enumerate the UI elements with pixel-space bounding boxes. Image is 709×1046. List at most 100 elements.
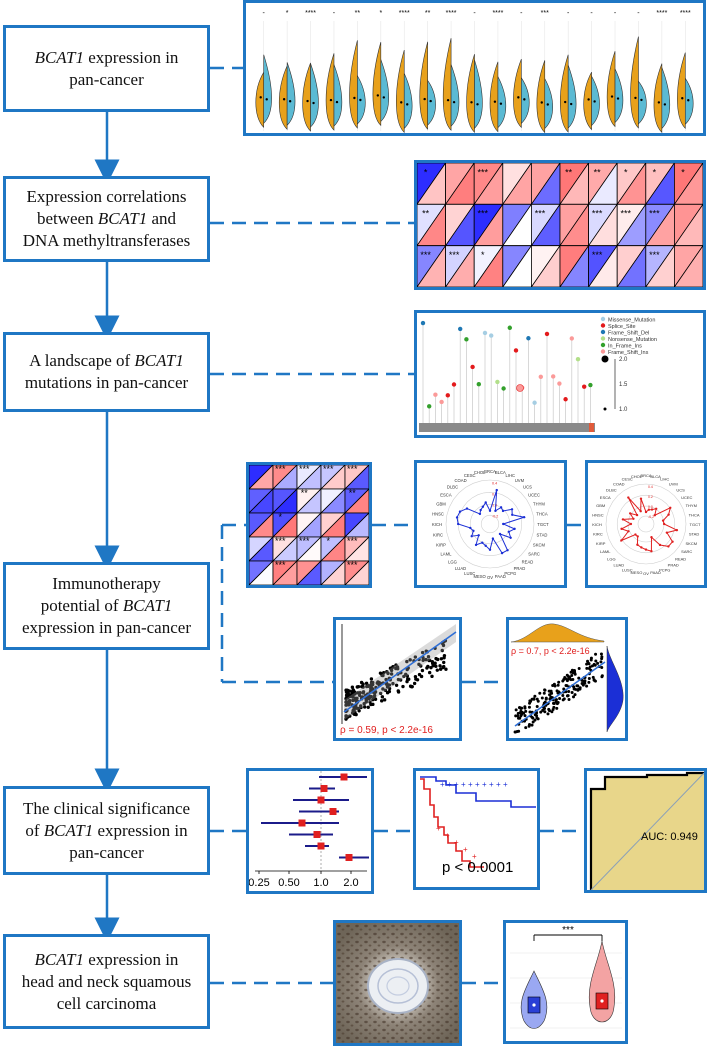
violin-median: [406, 103, 409, 106]
scatter-point: [420, 650, 425, 655]
radar-tick-label: 0.0: [648, 505, 653, 509]
lollipop-head: [427, 404, 432, 409]
scatter-point: [516, 716, 520, 720]
scatter-point: [573, 672, 577, 676]
radar-axis-label: READ: [522, 559, 534, 564]
violin-median: [546, 103, 549, 106]
radar-axis-label: MESO: [631, 570, 643, 575]
lollipop-head: [501, 386, 506, 391]
radar-grid-ring: [457, 491, 523, 557]
step-label: BCAT1 expression in head and neck squamo…: [21, 949, 192, 1013]
heat-sig-label: *: [653, 167, 657, 177]
scatter-point: [596, 661, 600, 665]
scatter-point: [571, 695, 575, 699]
scatter-point: [369, 686, 373, 691]
step-pan-cancer-expression: BCAT1 expression in pan-cancer: [3, 25, 210, 112]
violin-half-tumor: [325, 53, 335, 131]
heat-sig-label: *: [624, 167, 628, 177]
lollipop-head: [507, 325, 512, 330]
scatter-point: [372, 693, 377, 698]
roc-curve: [589, 771, 704, 890]
violin-median: [470, 101, 473, 104]
radar-axis-label: LGG: [607, 557, 615, 562]
lollipop-head: [563, 397, 568, 402]
violin-median: [382, 96, 386, 99]
violin-median: [523, 98, 526, 101]
scatter-point: [381, 673, 385, 678]
lollipop-head: [575, 357, 581, 362]
scatter-chart-2: [510, 623, 624, 734]
scatter-point: [527, 722, 531, 726]
size-scale-label: 2.0: [619, 357, 628, 363]
step-methyltransferase-correlation: Expression correlations between BCAT1 an…: [3, 176, 210, 262]
scatter-point: [355, 696, 359, 701]
violin-half-tumor: [653, 63, 663, 133]
scatter-point: [532, 697, 536, 701]
radar-grid-ring: [637, 515, 655, 533]
scatter-point: [528, 710, 532, 714]
scatter-point: [592, 678, 596, 682]
heat-sig-label: **: [565, 167, 573, 177]
scatter-point: [588, 665, 592, 669]
heat-sig-label: ***: [299, 536, 310, 546]
scatter-point: [547, 689, 551, 693]
size-scale-label: 1.5: [619, 382, 628, 388]
scatter-point: [368, 700, 372, 704]
protein-domain: [589, 423, 594, 432]
scatter-point: [347, 689, 352, 693]
lollipop-head: [582, 384, 587, 389]
scatter-point: [587, 680, 591, 684]
violin-half-normal: [661, 67, 670, 130]
scatter-point: [594, 652, 598, 656]
violin-sig-label: -: [520, 10, 523, 17]
radar-axis-label: UVM: [669, 481, 678, 486]
heat-sig-label: *: [481, 250, 485, 260]
step-label: Expression correlations between BCAT1 an…: [22, 187, 191, 250]
scatter-point: [371, 682, 375, 687]
violin-median: [610, 95, 614, 98]
scatter-point: [600, 665, 604, 669]
heat-sig-label: ***: [275, 465, 286, 474]
lollipop-head: [516, 384, 524, 392]
violin-median: [681, 97, 684, 100]
scatter-point: [430, 661, 435, 666]
scatter-point: [585, 666, 589, 670]
scatter-point: [567, 698, 571, 702]
fit-line: [343, 631, 457, 713]
scatter-point: [378, 691, 383, 696]
fit-line: [514, 661, 606, 727]
radar-axis-label: OV: [487, 575, 493, 580]
scatter-point: [442, 660, 446, 665]
radar-tick-label: 0.4: [492, 481, 497, 485]
forest-estimate: [317, 796, 325, 804]
scatter-point: [544, 697, 548, 701]
violin-half-tumor: [349, 40, 358, 129]
scatter-point: [585, 684, 589, 688]
scatter-point: [573, 693, 577, 697]
scatter-point: [351, 698, 355, 703]
scatter-point: [527, 705, 531, 709]
panel-heatmap-immune: *********************************: [246, 462, 372, 588]
radar-tick-label: -0.2: [648, 515, 654, 519]
radar-axis-label: PRAD: [514, 566, 526, 571]
violin-median: [335, 100, 339, 104]
scatter-point: [577, 676, 581, 680]
scatter-point: [391, 665, 395, 669]
radar-axis-label: TGCT: [690, 522, 701, 527]
scatter-point: [380, 699, 384, 703]
violin-half-normal: [684, 77, 694, 125]
radar-grid-ring: [445, 479, 535, 569]
lollipop-head: [420, 320, 426, 326]
scatter-point: [564, 677, 568, 681]
heat-sig-label: ***: [275, 560, 286, 570]
density-right: [606, 645, 624, 733]
scatter-point: [414, 677, 418, 681]
violin-half-tumor: [255, 71, 265, 129]
scatter-point: [364, 700, 368, 704]
violin-median: [517, 96, 520, 99]
violin-sig-label: ****: [305, 10, 316, 17]
scatter-point: [394, 683, 399, 688]
scatter-point: [438, 667, 443, 671]
scatter-point: [383, 688, 388, 693]
scatter-point: [543, 700, 547, 704]
